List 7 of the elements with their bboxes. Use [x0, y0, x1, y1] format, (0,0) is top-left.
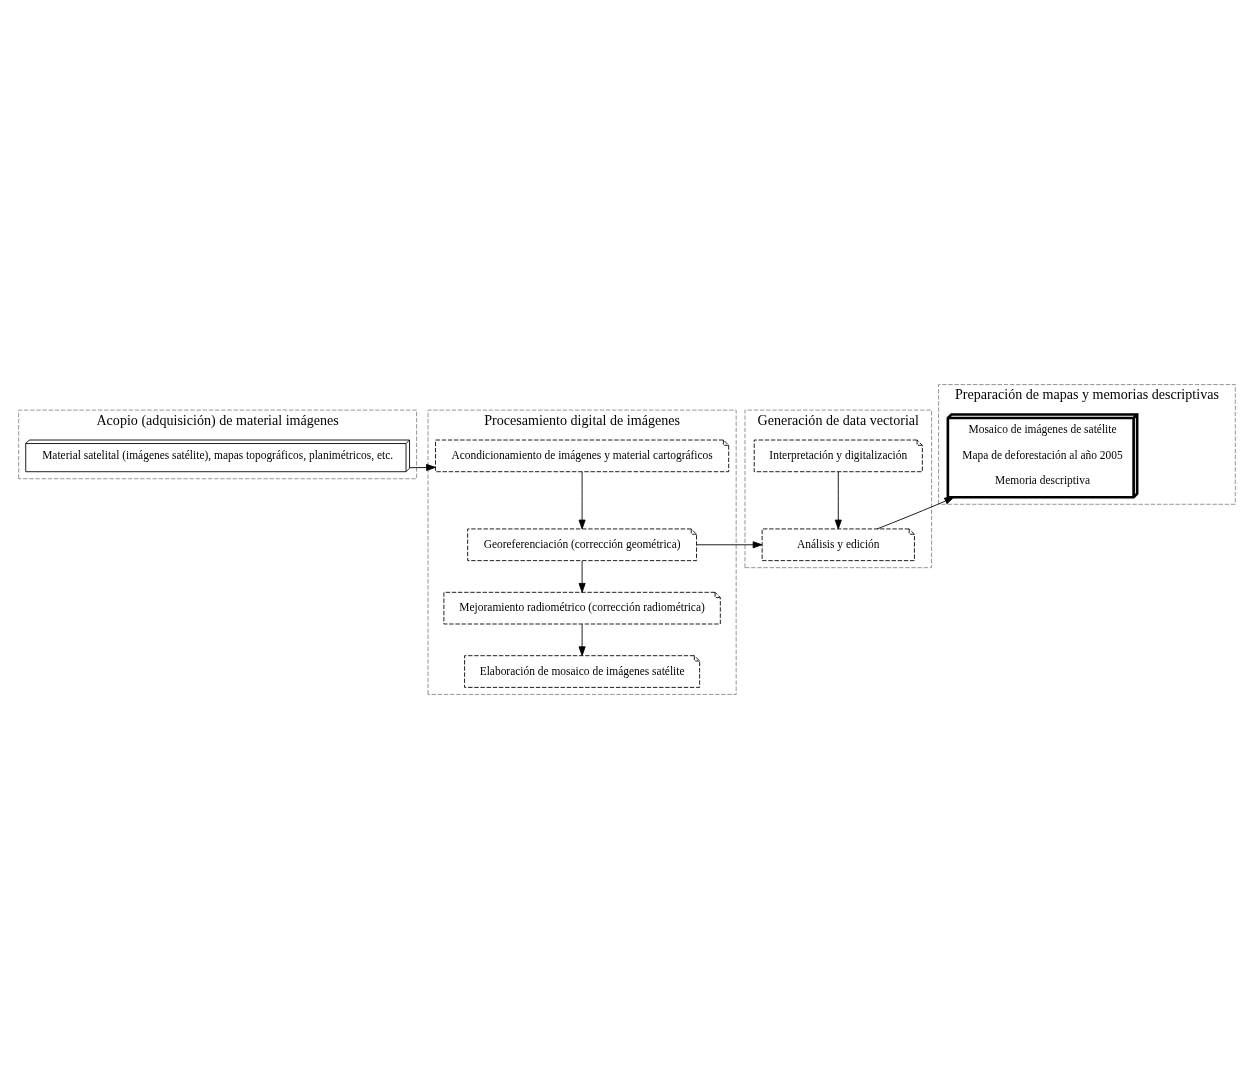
arrow — [876, 496, 955, 530]
arrow — [696, 541, 763, 549]
arrow — [834, 471, 842, 530]
arrow — [578, 471, 586, 530]
arrow — [578, 623, 586, 657]
arrow — [578, 560, 586, 593]
arrow — [409, 464, 436, 471]
